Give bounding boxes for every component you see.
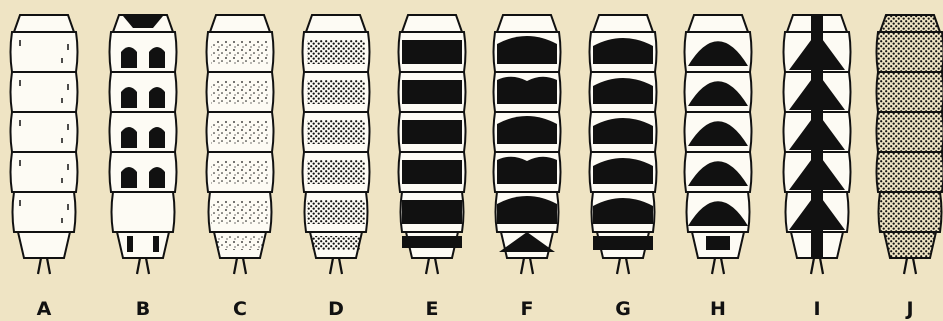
panel-label: H <box>710 298 726 320</box>
abdomen-segment <box>877 112 943 152</box>
dorsal-spot <box>149 47 165 68</box>
panels-layer: A B C D E F G H I J <box>11 15 943 320</box>
abdomen-segment <box>11 32 78 72</box>
abdomen-segment <box>110 152 177 192</box>
dorsal-spot <box>121 47 137 68</box>
stippled-band <box>211 200 269 224</box>
tail-appendage <box>521 258 533 274</box>
pattern-band <box>402 80 462 104</box>
dorsal-spot <box>149 167 165 188</box>
head-cap <box>402 15 462 32</box>
panel-f: F <box>494 15 561 320</box>
stippled-band <box>216 236 264 250</box>
pattern-band <box>497 196 557 224</box>
panel-label: C <box>233 298 247 320</box>
tail-appendage <box>38 258 50 274</box>
stippled-band <box>211 40 269 64</box>
dorsal-spot <box>121 127 137 148</box>
stippled-band <box>307 160 365 184</box>
pattern-band <box>593 236 653 250</box>
tip-mark <box>706 236 730 250</box>
dorsal-spot <box>121 167 137 188</box>
panel-e: E <box>399 15 466 320</box>
panel-b: B <box>110 15 177 320</box>
tail-appendage <box>811 258 823 274</box>
pattern-band <box>402 200 462 224</box>
dorsal-spot <box>149 87 165 108</box>
panel-g: G <box>590 15 657 320</box>
pattern-band <box>497 36 557 64</box>
tail-appendage <box>617 258 629 274</box>
dorsal-spot <box>121 87 137 108</box>
panel-c: C <box>207 15 274 320</box>
tail-appendage <box>712 258 724 274</box>
panel-i: I <box>784 15 851 320</box>
dorsal-spot <box>149 127 165 148</box>
panel-label: I <box>813 298 820 320</box>
stippled-band <box>307 80 365 104</box>
abdomen-segment <box>877 152 943 192</box>
stippled-band <box>211 120 269 144</box>
tip-segment <box>117 232 169 258</box>
abdomen-segment <box>877 72 943 112</box>
panel-d: D <box>303 15 370 320</box>
pattern-band <box>402 120 462 144</box>
panel-j: J <box>877 15 943 320</box>
head-cap <box>880 15 940 32</box>
head-cap <box>688 15 748 32</box>
abdomen-segment <box>110 32 177 72</box>
panel-label: F <box>521 298 534 320</box>
stippled-band <box>307 200 365 224</box>
head-cap <box>210 15 270 32</box>
head-cap <box>14 15 74 32</box>
abdomen-segment <box>11 72 78 112</box>
tail-appendage <box>234 258 246 274</box>
abdomen-segment <box>112 192 175 232</box>
abdomen-segment <box>110 112 177 152</box>
stippled-band <box>211 160 269 184</box>
panel-label: J <box>904 298 913 320</box>
abdomen-segment <box>13 192 76 232</box>
panel-label: G <box>615 298 631 320</box>
tip-mark <box>153 236 159 252</box>
tail-appendage <box>330 258 342 274</box>
stippled-band <box>307 40 365 64</box>
abdomen-segment <box>877 32 943 72</box>
stippled-band <box>307 120 365 144</box>
tail-appendage <box>137 258 149 274</box>
abdomen-segment <box>879 192 942 232</box>
tail-appendage <box>426 258 438 274</box>
tail-appendage <box>904 258 916 274</box>
abdomen-segment <box>11 112 78 152</box>
pattern-band <box>402 236 462 248</box>
panel-a: A <box>11 15 78 320</box>
pattern-band <box>402 160 462 184</box>
tip-segment <box>18 232 70 258</box>
stippled-band <box>211 80 269 104</box>
panel-label: A <box>37 298 52 320</box>
pattern-band <box>402 40 462 64</box>
panel-label: E <box>426 298 439 320</box>
abdomen-segment <box>11 152 78 192</box>
pattern-band <box>497 116 557 144</box>
head-cap <box>306 15 366 32</box>
abdomen-segment <box>110 72 177 112</box>
panel-label: D <box>328 298 344 320</box>
stippled-band <box>312 236 360 250</box>
head-cap <box>497 15 557 32</box>
tip-mark <box>127 236 133 252</box>
head-cap <box>593 15 653 32</box>
tip-segment <box>884 232 936 258</box>
panel-h: H <box>685 15 752 320</box>
panel-label: B <box>136 298 150 320</box>
